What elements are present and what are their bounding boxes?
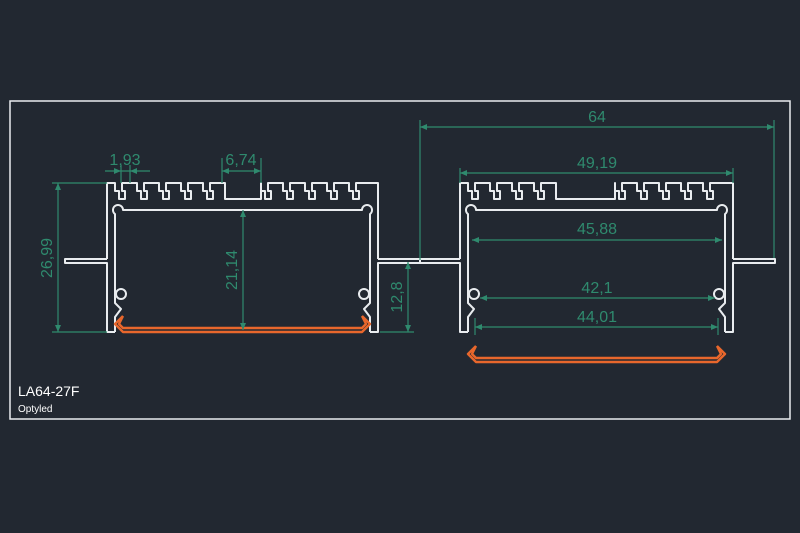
dimension-arrow (420, 124, 427, 130)
dimension-arrow (711, 324, 718, 330)
profile-top-fins (459, 182, 734, 259)
dimension-arrow (767, 124, 774, 130)
model-code: LA64-27F (18, 383, 79, 399)
dimension-arrow (460, 170, 467, 176)
dimension-arrow (130, 168, 137, 174)
flange-right (725, 258, 776, 333)
dim-label-inner-height: 21,14 (224, 250, 241, 290)
flange-left (419, 258, 468, 333)
dim-slot-width (105, 165, 150, 183)
dim-flange-width (419, 120, 775, 260)
dimension-arrow (405, 325, 411, 332)
profile-cavity (465, 204, 728, 332)
dimension-arrow (254, 168, 261, 174)
dim-diffuser-width (474, 318, 719, 335)
dim-total-height (52, 182, 107, 333)
dim-label-outer-width: 49,19 (577, 155, 617, 172)
dim-flange-height (380, 262, 414, 333)
dimension-arrow (715, 237, 722, 243)
clip-left (115, 288, 127, 300)
dim-outer-width (459, 168, 734, 183)
clip-right (713, 288, 725, 300)
brand-name: Optyled (18, 404, 52, 415)
clip-right (358, 288, 370, 300)
profile-cross-section-exploded (419, 182, 776, 364)
dim-label-flange-height: 12,8 (389, 281, 406, 312)
dimension-arrow (55, 183, 61, 190)
dim-label-clip-width: 42,1 (581, 280, 612, 297)
dimension-arrow (222, 168, 229, 174)
dimension-arrow (405, 262, 411, 269)
flange-right (370, 258, 421, 333)
diffuser (466, 345, 727, 364)
dim-label-slot-gap: 6,74 (225, 152, 256, 169)
dimension-arrow (708, 295, 715, 301)
dim-label-slot-width: 1,93 (109, 152, 140, 169)
dimension-arrow (475, 324, 482, 330)
drawing-frame (9, 100, 791, 420)
dim-label-flange-width: 64 (588, 109, 606, 126)
dimension-lines (52, 120, 775, 335)
flange-left (64, 258, 115, 333)
dimension-arrow (726, 170, 733, 176)
dim-label-inner-width: 45,88 (577, 221, 617, 238)
dimension-arrow (114, 168, 121, 174)
dim-label-diffuser-width: 44,01 (577, 309, 617, 326)
dimension-arrow (480, 295, 487, 301)
profile-top-fins (106, 182, 379, 259)
dimension-arrow (55, 325, 61, 332)
clip-left (468, 288, 480, 300)
dimension-arrow (472, 237, 479, 243)
dimension-arrow (240, 210, 246, 217)
dimension-arrow (240, 323, 246, 330)
dim-label-total-height: 26,99 (39, 238, 56, 278)
